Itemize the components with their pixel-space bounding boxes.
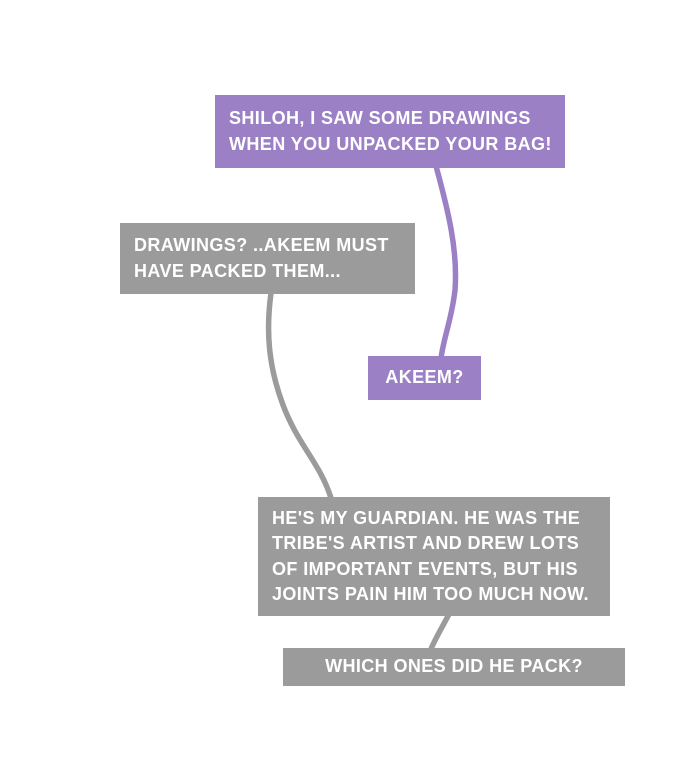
speech-bubble-gray-2: HE'S MY GUARDIAN. HE WAS THE TRIBE'S ART… [258,497,610,616]
speech-bubble-gray-1: DRAWINGS? ..AKEEM MUST HAVE PACKED THEM.… [120,223,415,294]
tail-bubble2-to-bubble4 [265,290,334,501]
tail-bubble4-to-bubble5 [428,611,452,652]
speech-bubble-purple-2: AKEEM? [368,356,481,400]
tail-bubble1-to-bubble3 [433,163,459,361]
speech-bubble-gray-3: WHICH ONES DID HE PACK? [283,648,625,686]
speech-bubble-purple-1: SHILOH, I SAW SOME DRAWINGS WHEN YOU UNP… [215,95,565,168]
